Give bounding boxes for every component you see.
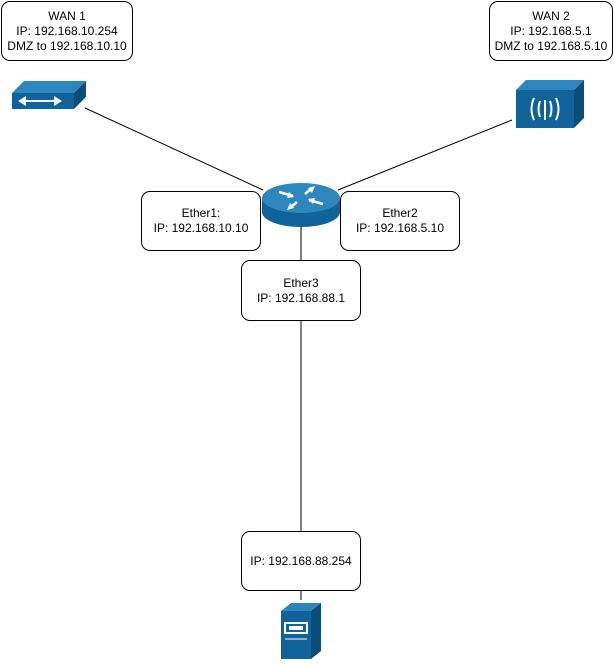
wan2-title: WAN 2	[532, 8, 570, 23]
ether2-name: Ether2	[382, 206, 418, 220]
modem-icon[interactable]	[10, 79, 88, 111]
wan2-label-box: WAN 2 IP: 192.168.5.1 DMZ to 192.168.5.1…	[489, 1, 613, 61]
ether1-ip: IP: 192.168.10.10	[153, 221, 249, 235]
ether3-ip: IP: 192.168.88.1	[256, 290, 346, 305]
link-wan2-router	[337, 119, 513, 191]
server-icon[interactable]	[279, 601, 323, 661]
ether2-label-box: Ether2 IP: 192.168.5.10	[340, 191, 460, 251]
wan1-title: WAN 1	[48, 8, 86, 23]
wan1-label-box: WAN 1 IP: 192.168.10.254 DMZ to 192.168.…	[1, 1, 133, 61]
router-icon[interactable]	[261, 180, 341, 236]
wan2-ip: IP: 192.168.5.1	[510, 23, 592, 38]
ether3-name: Ether3	[283, 275, 319, 290]
ether1-name: Ether1:	[181, 206, 221, 220]
ether1-label-box: Ether1: IP: 192.168.10.10	[141, 191, 261, 251]
ether2-ip: IP: 192.168.5.10	[355, 221, 445, 235]
link-wan1-router	[84, 107, 264, 191]
host-ip: IP: 192.168.88.254	[250, 553, 352, 568]
ether3-label-box: Ether3 IP: 192.168.88.1	[241, 260, 361, 321]
host-label-box: IP: 192.168.88.254	[241, 531, 361, 591]
wan2-dmz: DMZ to 192.168.5.10	[494, 38, 608, 53]
wireless-access-point-icon[interactable]	[514, 78, 586, 130]
wan1-dmz: DMZ to 192.168.10.10	[7, 38, 127, 53]
wan1-ip: IP: 192.168.10.254	[16, 23, 118, 38]
